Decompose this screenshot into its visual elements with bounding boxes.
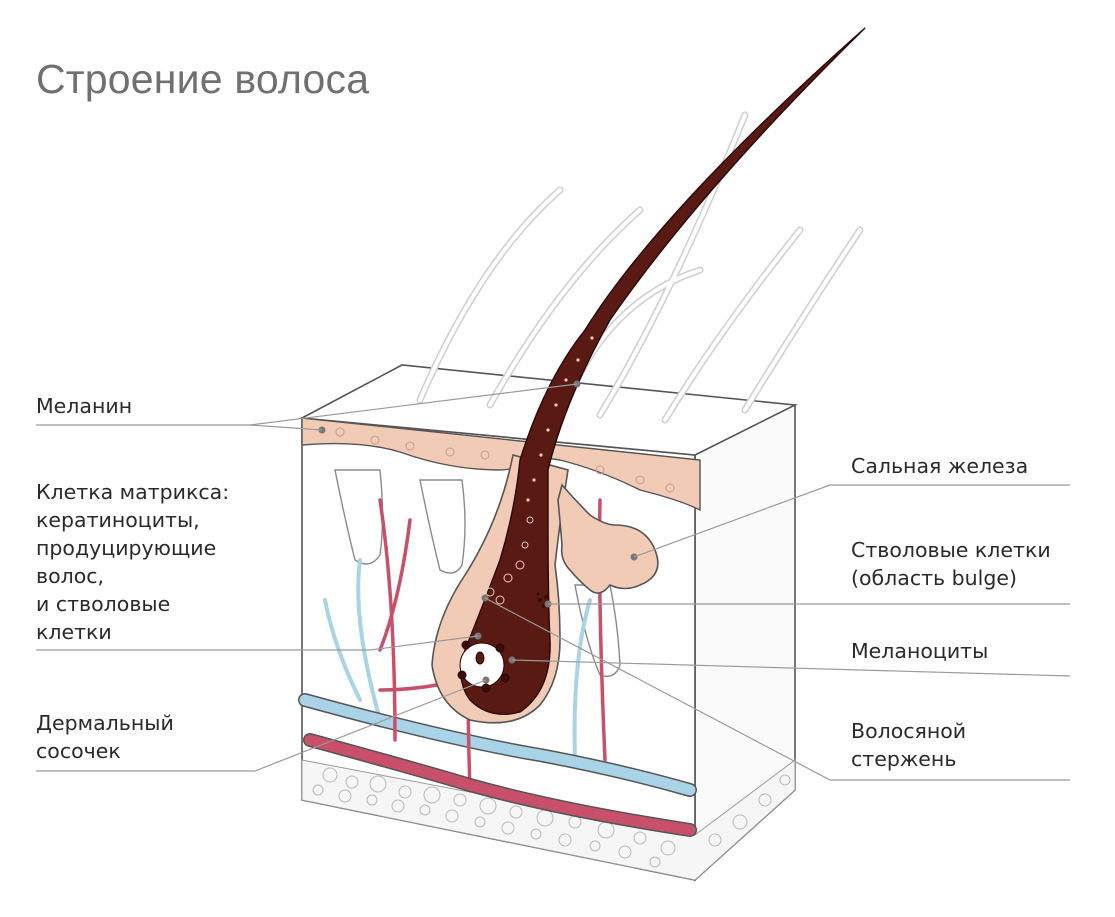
label-melanin: Меланин xyxy=(36,392,132,420)
label-matrix-cell: Клетка матрикса: кератиноциты, продуциру… xyxy=(36,478,229,646)
label-melanin-line: Меланин xyxy=(36,394,133,418)
leader-lines xyxy=(36,383,1071,781)
label-sebaceous-line: Сальная железа xyxy=(851,454,1029,478)
label-shaft-line: стержень xyxy=(851,747,957,771)
label-stem-cells: Стволовые клетки (область bulge) xyxy=(851,536,1051,592)
sebaceous-gland xyxy=(557,483,659,594)
label-matrix-line: продуцирующие xyxy=(36,536,217,560)
label-dermal-papilla: Дермальный сосочек xyxy=(36,709,174,765)
leader-sebaceous xyxy=(633,484,1070,558)
subcutaneous-fat-layer xyxy=(301,759,796,881)
label-melanocytes-line: Меланоциты xyxy=(851,639,989,663)
leader-shaft xyxy=(484,597,1070,781)
label-stem-line: (область bulge) xyxy=(851,566,1017,590)
label-papilla-line: Дермальный xyxy=(36,711,174,735)
label-melanocytes: Меланоциты xyxy=(851,637,988,665)
label-shaft-line: Волосяной xyxy=(851,719,967,743)
leader-matrix xyxy=(36,635,479,651)
label-matrix-line: волос, xyxy=(36,564,105,588)
leader-melanocytes xyxy=(511,659,1071,677)
label-papilla-line: сосочек xyxy=(36,739,121,763)
hair-bulb xyxy=(457,640,510,693)
label-stem-line: Стволовые клетки xyxy=(851,538,1051,562)
secondary-follicles xyxy=(334,469,621,677)
bulge-cells xyxy=(536,592,548,608)
label-sebaceous-gland: Сальная железа xyxy=(851,452,1028,480)
label-matrix-line: и стволовые xyxy=(36,592,171,616)
label-matrix-line: клетки xyxy=(36,620,112,644)
diagram-title: Строение волоса xyxy=(36,56,370,102)
leader-papilla xyxy=(36,679,487,772)
label-matrix-line: кератиноциты, xyxy=(36,508,200,532)
label-hair-shaft: Волосяной стержень xyxy=(851,717,966,773)
label-matrix-line: Клетка матрикса: xyxy=(36,480,230,504)
leader-melanin xyxy=(36,424,323,431)
